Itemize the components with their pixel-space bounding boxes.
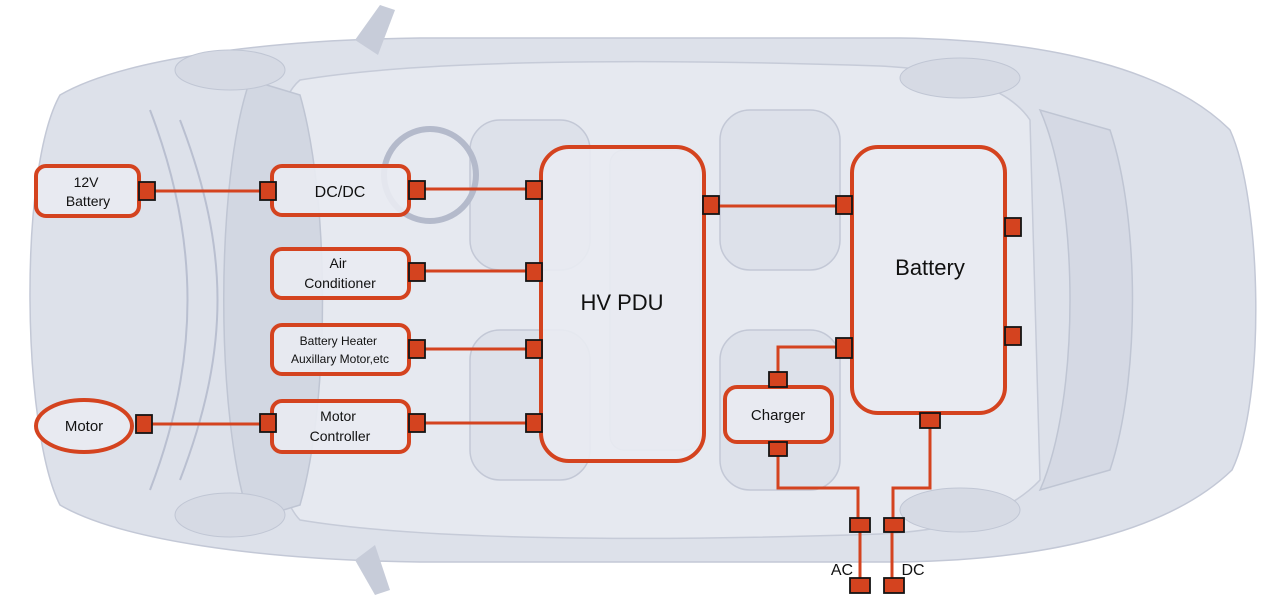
hv-pdu-label: HV PDU [580, 290, 663, 315]
wire-charger-to-ac [776, 452, 860, 520]
motor-label: Motor [65, 418, 103, 435]
connector [768, 371, 788, 388]
battery-heater-box [270, 323, 411, 376]
motor-controller-label-line: Controller [310, 428, 371, 444]
main-battery-label: Battery [895, 255, 965, 280]
dc-port-label: DC [901, 562, 924, 579]
connector [525, 262, 543, 282]
connector [835, 195, 853, 215]
hv-pdu: HV PDU [539, 145, 706, 463]
connector [525, 339, 543, 359]
seat [719, 109, 841, 271]
connector [408, 339, 426, 359]
connectors [135, 180, 1022, 594]
battery-12v: 12V Battery [34, 164, 141, 218]
side-mirror [355, 545, 390, 595]
connector [768, 441, 788, 457]
connector [883, 517, 905, 533]
motor-box [34, 398, 134, 454]
dcdc-converter: DC/DC [270, 164, 411, 217]
battery-heater-label-line: Battery Heater [300, 334, 377, 348]
wheel [174, 492, 286, 538]
battery-heater-label-line: Auxillary Motor,etc [291, 352, 389, 366]
wheel [899, 57, 1021, 99]
wire-battery-to-dc [891, 428, 932, 520]
connector [408, 413, 426, 433]
connector [835, 337, 853, 359]
main-battery-box [850, 145, 1007, 415]
battery-12v-label-line: Battery [66, 193, 110, 209]
wheel [174, 49, 286, 91]
air-conditioner-label-line: Conditioner [304, 275, 376, 291]
hood-line [149, 109, 189, 491]
connector [1004, 217, 1022, 237]
wiring [150, 187, 932, 580]
connector [849, 517, 871, 533]
battery-heater-label: Battery Heater Auxillary Motor,etc [291, 334, 389, 366]
connector [259, 181, 277, 201]
connector [138, 181, 156, 201]
air-conditioner-label-line: Air [329, 255, 346, 271]
battery-heater: Battery Heater Auxillary Motor,etc [270, 323, 411, 376]
rear-window [1038, 108, 1134, 492]
side-mirror [355, 5, 395, 55]
battery-12v-label: 12V Battery [66, 174, 110, 209]
wheel [899, 487, 1021, 533]
connector [135, 414, 153, 434]
hv-pdu-box [539, 145, 706, 463]
connector [702, 195, 720, 215]
motor: Motor [34, 398, 134, 454]
connector [525, 413, 543, 433]
connector [883, 577, 905, 594]
ac-port-label: AC [831, 562, 853, 579]
charger-label: Charger [751, 407, 805, 424]
connector [525, 180, 543, 200]
hood-line [179, 119, 219, 481]
battery-12v-label-line: 12V [74, 174, 100, 190]
main-battery: Battery [850, 145, 1007, 415]
air-conditioner: Air Conditioner [270, 247, 411, 300]
motor-controller-label: Motor Controller [310, 408, 371, 444]
charger: Charger [723, 385, 834, 444]
connector [408, 180, 426, 200]
connector [259, 413, 277, 433]
motor-controller: Motor Controller [270, 399, 411, 454]
connector [408, 262, 426, 282]
motor-controller-label-line: Motor [320, 408, 356, 424]
connector [1004, 326, 1022, 346]
connector [849, 577, 871, 594]
connector [919, 412, 941, 429]
dcdc-label: DC/DC [315, 184, 366, 201]
wire-battery-to-charger [776, 345, 840, 375]
air-conditioner-label: Air Conditioner [304, 255, 376, 291]
